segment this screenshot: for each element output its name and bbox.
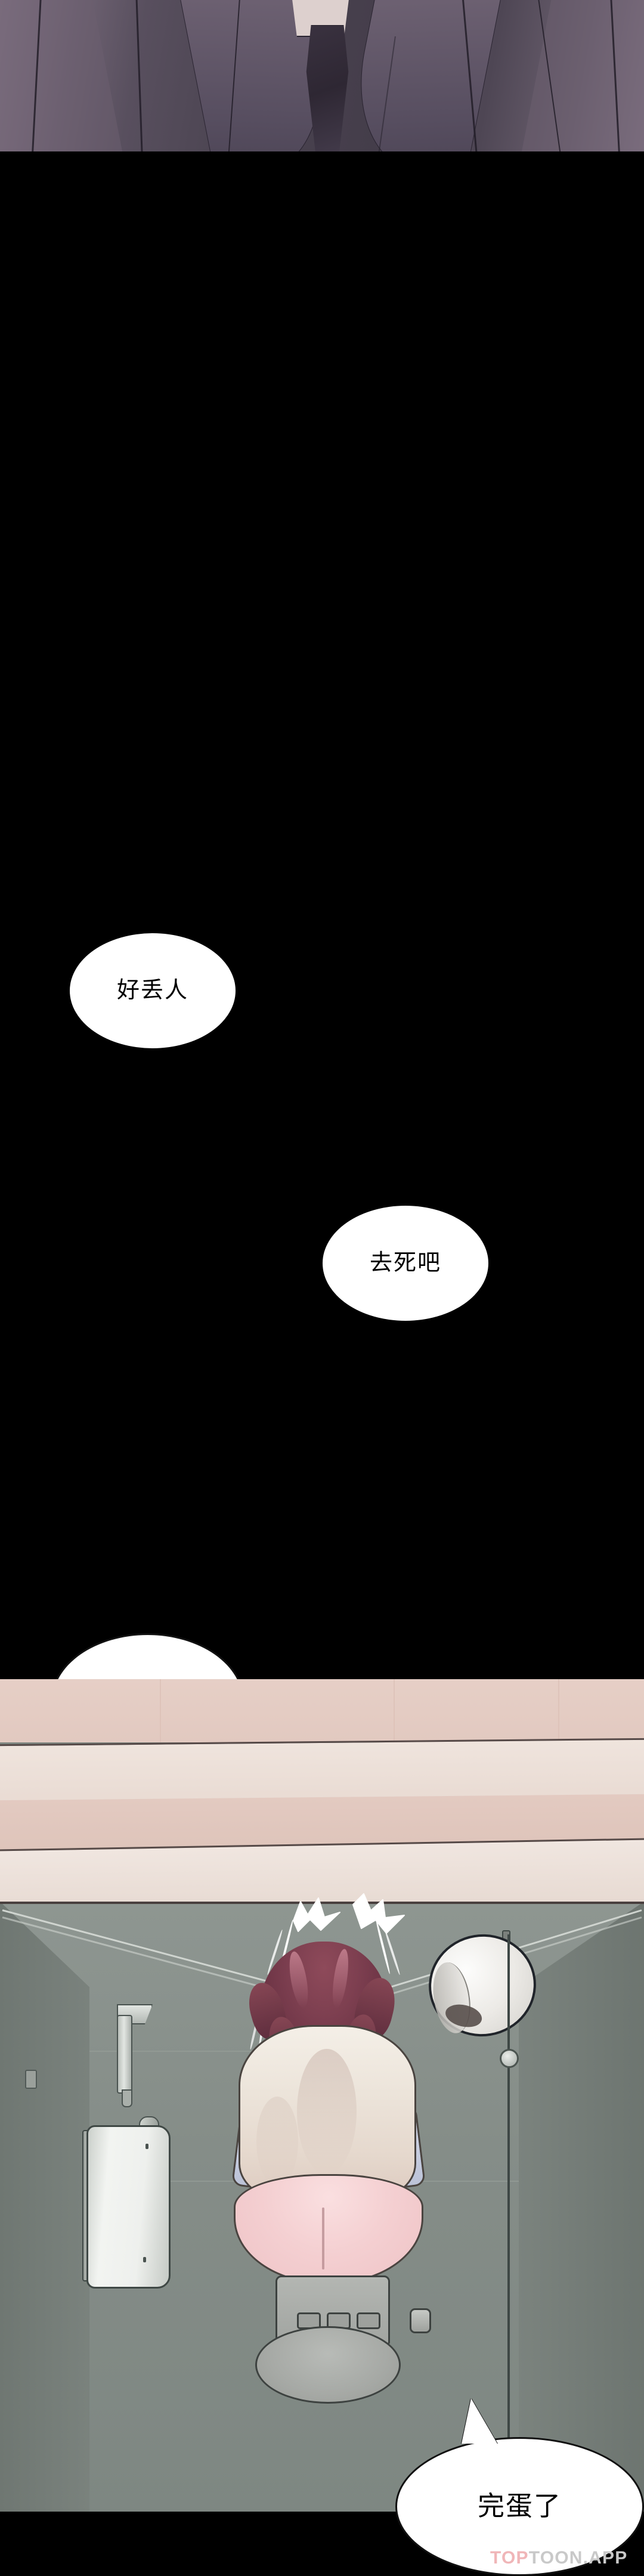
stall-door-seam xyxy=(507,1934,510,2512)
suit-shoulder-left xyxy=(0,0,127,151)
necktie xyxy=(306,25,349,151)
bubble-4-tail xyxy=(462,2398,497,2444)
stall-door-latch xyxy=(500,2049,519,2068)
thought-bubble-2: 去死吧 xyxy=(323,1206,488,1321)
watermark-top-text: TOP xyxy=(490,2548,529,2568)
site-watermark: TOPTOON.APP xyxy=(490,2548,627,2568)
suit-crease xyxy=(135,0,143,151)
coat-hook-tip xyxy=(122,2089,132,2107)
stall-side-panel-left xyxy=(0,1902,89,2512)
stall-tile-grout xyxy=(365,2181,366,2324)
no-smoking-sign xyxy=(290,1955,365,1992)
wall-latch xyxy=(25,2070,37,2089)
watermark-toon-text: TOON.APP xyxy=(528,2548,628,2568)
speech-bubble-4: 完蛋了 xyxy=(395,2398,644,2576)
wall-tile-upper xyxy=(0,1679,644,1742)
thought-bubble-1: 好丢人 xyxy=(70,933,236,1048)
suit-shoulder-right xyxy=(517,0,644,151)
coat-hook xyxy=(117,2015,132,2094)
suit-lapel-right xyxy=(339,0,503,151)
stall-side-panel-right xyxy=(519,1902,644,2512)
bin-screw xyxy=(143,2257,146,2262)
sign-bottom-strip xyxy=(292,1983,364,1989)
bin-screw xyxy=(145,2144,148,2149)
bubble-4-text: 完蛋了 xyxy=(477,2491,562,2522)
panel-restroom-stall xyxy=(0,1679,644,2512)
tile-grout xyxy=(558,1679,559,1742)
stall-top-edge xyxy=(0,1902,644,1904)
tile-grout xyxy=(160,1679,161,1742)
sanitary-bin xyxy=(86,2125,171,2289)
stall-tile-grout xyxy=(0,2051,286,2052)
panel-black-void xyxy=(0,151,644,1679)
bubble-1-text: 好丢人 xyxy=(116,977,188,1003)
bubble-2-text: 去死吧 xyxy=(369,1250,441,1275)
panel-man-in-suit xyxy=(0,0,644,151)
tile-grout xyxy=(394,1679,395,1742)
